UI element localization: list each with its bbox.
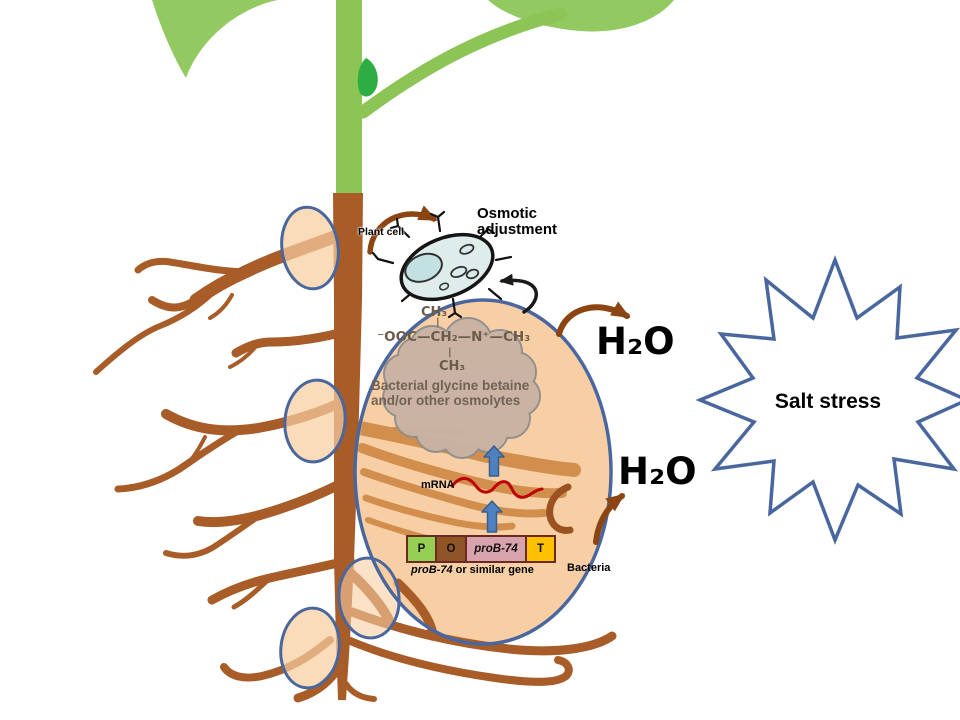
- zoom-ellipse-ring: [353, 298, 613, 646]
- nodule-ellipse-2: [283, 378, 347, 464]
- h2o-bottom-label: H₂O: [618, 450, 697, 493]
- osmolytes-label: Bacterial glycine betaine and/or other o…: [371, 378, 529, 408]
- blue-up-arrow-upper: [483, 445, 505, 477]
- osmolytes-line-2: and/or other osmolytes: [371, 393, 521, 408]
- gene-box-operator: O: [435, 537, 465, 561]
- betaine-bond-bottom: |: [448, 347, 452, 358]
- cell-spikes: [371, 210, 513, 319]
- plant-stem: [336, 0, 362, 198]
- feedback-arrow: [499, 273, 538, 314]
- cell-organelle: [465, 268, 480, 280]
- gene-construct: P O proB-74 T: [406, 535, 556, 563]
- cell-organelle: [459, 243, 475, 255]
- plant-leaf-left: [152, 0, 278, 78]
- gene-caption-rest: or similar gene: [452, 564, 534, 576]
- osmolyte-cloud: [382, 317, 541, 459]
- plant-bud: [357, 58, 378, 97]
- mrna-wave: [450, 477, 544, 499]
- water-arrows: [367, 205, 631, 545]
- nodule-ellipse-1: [280, 205, 340, 291]
- water-arrow-bottom: [593, 493, 626, 545]
- gene-caption: proB-74 or similar gene: [411, 564, 534, 576]
- h2o-top-label: H₂O: [596, 320, 675, 363]
- cell-organelle: [439, 282, 450, 291]
- gene-caption-gene: proB-74: [411, 564, 453, 576]
- nodule-ellipse-4: [279, 606, 341, 690]
- osmotic-line-1: Osmotic: [477, 205, 538, 222]
- water-arrow-top: [556, 301, 631, 337]
- osmotic-line-2: adjustment: [477, 221, 558, 238]
- gene-box-promoter: P: [408, 537, 435, 561]
- plant-shoot: [152, 0, 674, 198]
- plant-branch: [356, 7, 567, 119]
- mrna-label: mRNA: [421, 479, 455, 491]
- plant-cell-arrow: [367, 205, 438, 255]
- cell-nucleus: [404, 252, 443, 283]
- salt-stress-star: [695, 255, 960, 545]
- transcription-arrows: [481, 445, 505, 533]
- blue-up-arrow-lower: [481, 500, 503, 533]
- osmolytes-line-1: Bacterial glycine betaine: [371, 378, 530, 393]
- bacteria-label: Bacteria: [567, 562, 611, 574]
- gene-box-terminator: T: [525, 537, 554, 561]
- betaine-methyl-bottom: CH₃: [439, 359, 466, 374]
- osmotic-adjustment-label: Osmotic adjustment: [477, 206, 557, 238]
- betaine-bond-top: |: [436, 317, 440, 328]
- cell-organelle: [450, 265, 468, 279]
- plant-leaf-right: [488, 0, 674, 32]
- salt-stress-label: Salt stress: [774, 390, 882, 413]
- plant-cell-drawing: [371, 210, 513, 319]
- root-nodule-highlights: [279, 205, 347, 690]
- betaine-methyl-top: CH₃: [421, 305, 448, 320]
- plant-cell-label: Plant cell: [358, 226, 405, 238]
- betaine-formula: ⁻OOC—CH₂—N⁺—CH₃: [377, 329, 531, 345]
- gene-box-prob74: proB-74: [465, 537, 525, 561]
- taproot: [333, 193, 363, 700]
